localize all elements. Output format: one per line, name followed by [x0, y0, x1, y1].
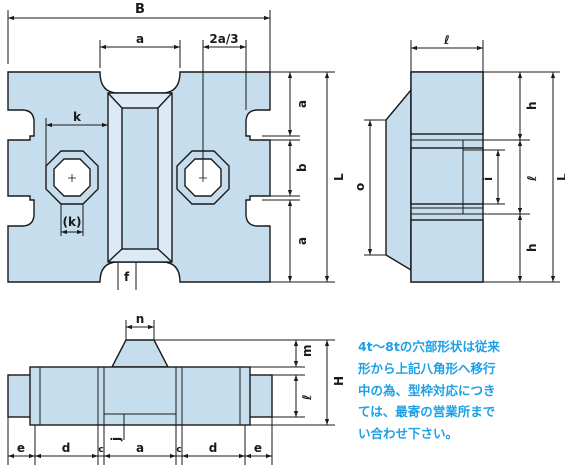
dim-label-ell-side: ℓ	[443, 33, 450, 47]
side-view-slope	[385, 88, 412, 272]
dim-label-B: B	[135, 2, 145, 17]
top-view-dimensions	[7, 10, 335, 290]
front-view-body	[29, 366, 251, 426]
side-view	[385, 71, 484, 283]
note-line-5: い合わせ下さい。	[358, 426, 459, 442]
note-line-3: 中の為、型枠対応につき	[358, 382, 496, 398]
dim-label-h-top: h	[525, 101, 539, 110]
note-line-4: ては、最寄の営業所まで	[358, 404, 496, 420]
dim-label-h-bot: h	[525, 243, 539, 252]
dim-label-f: f	[124, 270, 130, 284]
front-view	[7, 339, 273, 426]
dim-label-2a3: 2a/3	[209, 32, 238, 46]
dim-label-ell-mid: ℓ	[525, 175, 539, 182]
dim-label-m: m	[300, 344, 314, 357]
dim-label-e-left: e	[17, 441, 25, 455]
dim-label-k: k	[73, 110, 82, 124]
dim-label-j: j	[109, 437, 123, 442]
dim-label-H: H	[332, 376, 346, 386]
dim-label-o: o	[353, 183, 367, 191]
dim-label-a-right-top: a	[295, 100, 309, 108]
side-view-dimensions	[364, 40, 560, 283]
central-bar-inner	[121, 107, 159, 250]
dim-label-a-right-bot: a	[295, 237, 309, 245]
dim-label-L-side: L	[555, 173, 565, 181]
dim-label-d-left: d	[62, 441, 71, 455]
dim-label-i: i	[481, 177, 495, 181]
dim-label-L-left: L	[332, 173, 346, 181]
dim-label-a-bottom: a	[136, 441, 144, 455]
dim-label-e-right: e	[254, 441, 262, 455]
note-line-1: 4t～8tの穴部形状は従来	[358, 339, 500, 354]
dim-label-k-paren: (k)	[63, 215, 82, 229]
dim-label-ell-front: ℓ	[300, 394, 314, 401]
dim-label-b: b	[295, 163, 309, 172]
front-view-trapezoid	[110, 339, 170, 368]
conversion-note: 4t～8tの穴部形状は従来 形から上記八角形へ移行 中の為、型枠対応につき ては…	[358, 336, 565, 445]
dim-label-a-top: a	[136, 32, 144, 46]
dim-label-d-right: d	[209, 441, 218, 455]
top-view	[7, 71, 271, 283]
dim-label-c-right: c	[176, 445, 181, 455]
front-view-dimensions	[7, 320, 335, 465]
note-line-2: 形から上記八角形へ移行	[358, 360, 496, 376]
dim-label-c-left: c	[98, 445, 103, 455]
dim-label-n: n	[136, 312, 145, 326]
